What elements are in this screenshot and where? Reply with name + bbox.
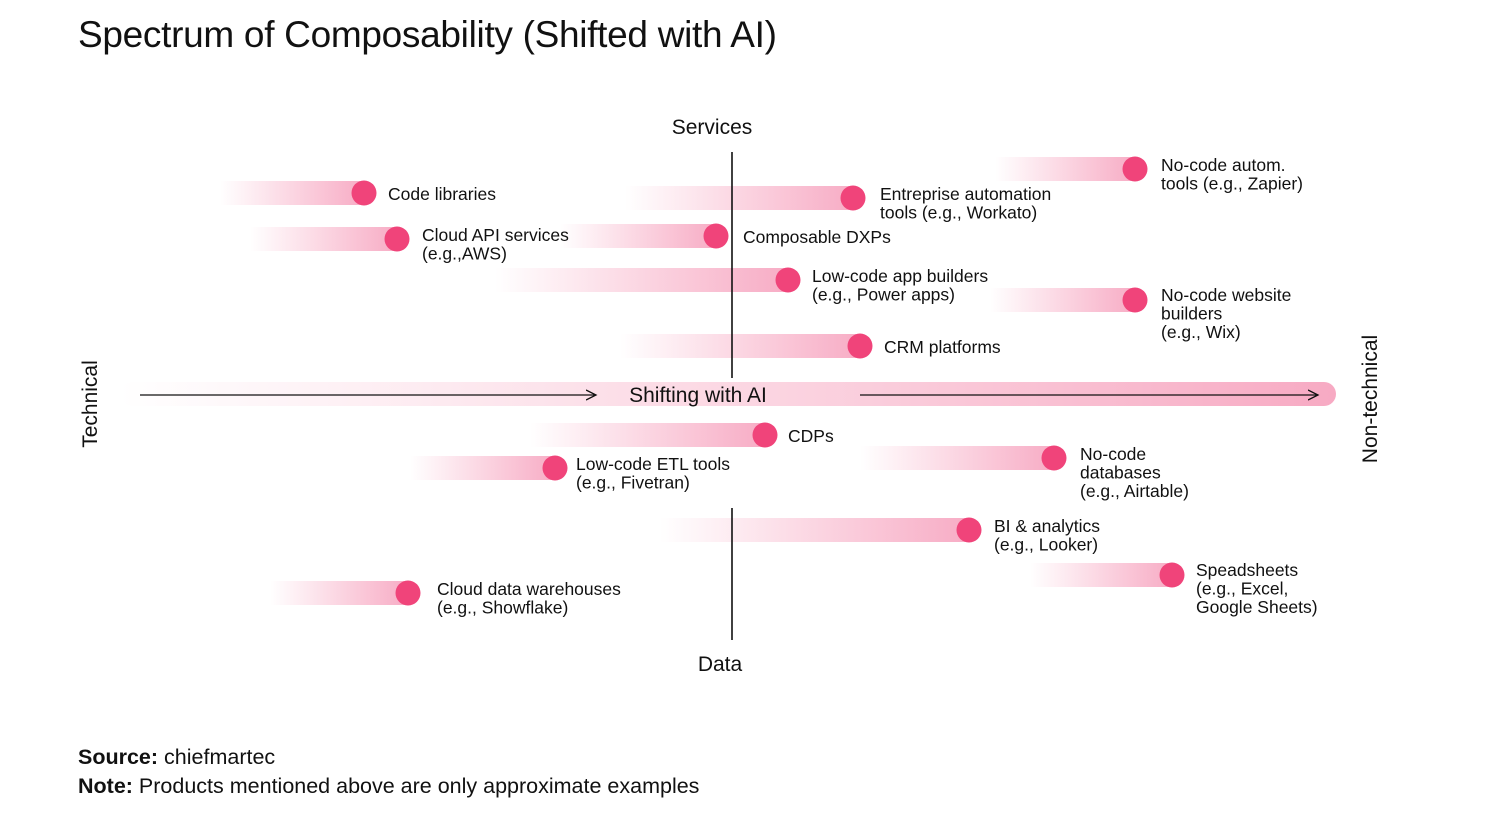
axis-label-right: Non-technical <box>1359 335 1382 463</box>
label-line: tools (e.g., Workato) <box>880 203 1037 223</box>
label-line: BI & analytics <box>994 516 1100 536</box>
axis-label-bottom: Data <box>698 653 743 676</box>
label-line: Entreprise automation <box>880 184 1051 204</box>
label-line: (e.g., Looker) <box>994 535 1098 555</box>
label-line: Low-code ETL tools <box>576 454 730 474</box>
dot-cloud-api-services <box>384 226 410 252</box>
dot-low-code-etl <box>542 455 568 481</box>
label-line: (e.g., Excel, <box>1196 579 1288 599</box>
dot-crm-platforms <box>847 333 873 359</box>
label-line: databases <box>1080 463 1161 483</box>
trail-no-code-databases <box>860 446 1054 470</box>
trail-enterprise-automation <box>625 186 853 210</box>
label-line: No-code autom. <box>1161 155 1286 175</box>
dot-cdps <box>752 422 778 448</box>
label-line: No-code <box>1080 444 1146 464</box>
page-title: Spectrum of Composability (Shifted with … <box>78 14 777 55</box>
label-low-code-app-builders: Low-code app builders(e.g., Power apps) <box>812 266 988 305</box>
label-composable-dxps: Composable DXPs <box>743 227 891 247</box>
dot-no-code-website-builders <box>1122 287 1148 313</box>
dot-spreadsheets <box>1159 562 1185 588</box>
label-spreadsheets: Speadsheets(e.g., Excel,Google Sheets) <box>1196 560 1318 617</box>
source-label: Source: <box>78 745 159 769</box>
label-line: (e.g., Airtable) <box>1080 481 1189 501</box>
label-line: Code libraries <box>388 184 496 204</box>
dot-bi-analytics <box>956 517 982 543</box>
label-line: No-code website <box>1161 285 1291 305</box>
trail-no-code-website-builders <box>990 288 1135 312</box>
label-line: CRM platforms <box>884 337 1001 357</box>
label-line: Low-code app builders <box>812 266 988 286</box>
label-line: Google Sheets) <box>1196 597 1318 617</box>
dot-no-code-automation <box>1122 156 1148 182</box>
label-line: Cloud data warehouses <box>437 579 621 599</box>
label-line: (e.g., Power apps) <box>812 285 955 305</box>
shift-band <box>120 382 1336 406</box>
label-code-libraries: Code libraries <box>388 184 496 204</box>
dot-no-code-databases <box>1041 445 1067 471</box>
note-value: Products mentioned above are only approx… <box>138 774 700 798</box>
label-low-code-etl: Low-code ETL tools(e.g., Fivetran) <box>576 454 730 493</box>
trail-spreadsheets <box>1030 563 1172 587</box>
label-crm-platforms: CRM platforms <box>884 337 1001 357</box>
dot-composable-dxps <box>703 223 729 249</box>
label-bi-analytics: BI & analytics(e.g., Looker) <box>994 516 1100 555</box>
axis-label-left: Technical <box>79 360 102 448</box>
source-value: chiefmartec <box>164 745 276 769</box>
note-line: Note: Products mentioned above are only … <box>78 772 699 801</box>
label-line: (e.g., Fivetran) <box>576 473 690 493</box>
trail-composable-dxps <box>560 224 716 248</box>
source-line: Source: chiefmartec <box>78 743 699 772</box>
dot-code-libraries <box>351 180 377 206</box>
trail-code-libraries <box>220 181 364 205</box>
label-line: (e.g., Wix) <box>1161 322 1241 342</box>
label-cdps: CDPs <box>788 426 834 446</box>
label-line: Speadsheets <box>1196 560 1298 580</box>
label-line: tools (e.g., Zapier) <box>1161 174 1303 194</box>
label-line: (e.g., Showflake) <box>437 598 568 618</box>
trail-bi-analytics <box>660 518 969 542</box>
trail-cdps <box>530 423 765 447</box>
dot-enterprise-automation <box>840 185 866 211</box>
label-line: CDPs <box>788 426 834 446</box>
label-cloud-api-services: Cloud API services(e.g.,AWS) <box>422 225 569 264</box>
axis-label-top: Services <box>672 116 753 139</box>
label-cloud-data-warehouses: Cloud data warehouses(e.g., Showflake) <box>437 579 621 618</box>
trail-cloud-data-warehouses <box>270 581 408 605</box>
dot-cloud-data-warehouses <box>395 580 421 606</box>
label-line: builders <box>1161 304 1223 324</box>
dot-low-code-app-builders <box>775 267 801 293</box>
trail-crm-platforms <box>620 334 860 358</box>
note-label: Note: <box>78 774 133 798</box>
label-line: (e.g.,AWS) <box>422 244 507 264</box>
label-line: Composable DXPs <box>743 227 891 247</box>
trail-no-code-automation <box>995 157 1135 181</box>
trail-low-code-app-builders <box>495 268 788 292</box>
trail-low-code-etl <box>410 456 555 480</box>
footer: Source: chiefmartec Note: Products menti… <box>78 743 699 801</box>
shift-label: Shifting with AI <box>629 384 767 407</box>
label-line: Cloud API services <box>422 225 569 245</box>
label-no-code-automation: No-code autom.tools (e.g., Zapier) <box>1161 155 1303 194</box>
trail-cloud-api-services <box>250 227 397 251</box>
